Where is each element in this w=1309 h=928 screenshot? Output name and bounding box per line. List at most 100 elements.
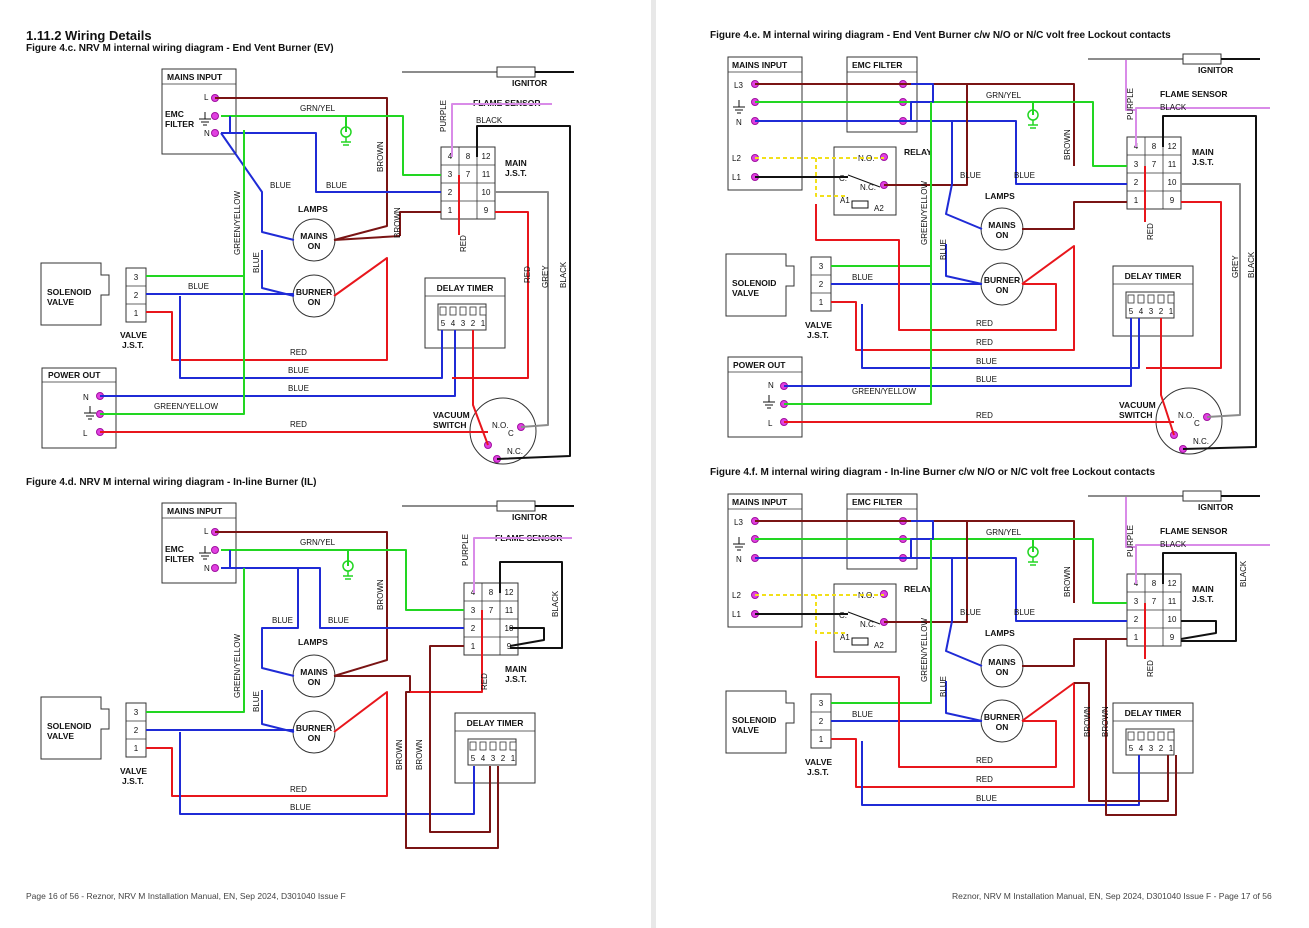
wire-label-red-e3: RED [1146,223,1155,240]
terminal-N-label-d: N [204,564,210,573]
valve-jst-label-e: J.S.T. [807,330,829,340]
burner-lamp-c-on-label: ON [308,297,321,307]
delay-timer-e-pin-slot [1147,294,1155,304]
emc-filter-label-e: EMC FILTER [852,60,902,70]
delay-timer-c-pin-slot [479,306,487,316]
delay-timer-f-pin-2: 2 [1159,744,1164,753]
figure-4c-title: Figure 4.c. NRV M internal wiring diagra… [26,43,334,54]
wire-red-right-c [452,211,529,379]
solenoid-valve-c-label2: VALVE [47,297,74,307]
valve-jst-f-pin-2: 2 [819,717,824,726]
delay-timer-e-pin-3: 3 [1149,307,1154,316]
power-out-N-c: N [83,393,89,402]
delay-timer-e-pin-slot [1167,294,1175,304]
relay-f-nc: N.C. [860,620,876,629]
power-out-L-e: L [768,419,773,428]
main-jst-f-pin-9: 9 [1170,633,1175,642]
wire-red-valve-e [831,245,1075,351]
delay-timer-e [1112,265,1194,337]
filter-label-d: FILTER [165,554,194,564]
main-jst-f-pin-10: 10 [1168,615,1177,624]
delay-timer-d-pin-1: 1 [511,754,516,763]
wire-brown-lamp-c [333,235,401,241]
wire-label-blue-e1: BLUE [960,171,981,180]
wire-greenyellow-powerout-c [100,276,245,415]
wire-brown-timer-f [1074,682,1169,802]
relay-f-c: C. [839,611,847,620]
wire-blue-lamp-c [220,132,295,241]
main-jst-d-pin-9: 9 [507,642,512,651]
wire-label-grey-c: GREY [541,265,550,288]
wire-label-red-c4: RED [523,266,532,283]
solenoid-valve-c-label: SOLENOID [47,287,91,297]
terminal-L3-f: L3 [734,518,743,527]
wire-yellow-dash-f [815,595,848,634]
main-jst-d-pin-11: 11 [505,606,514,615]
wire-blue-N-e [755,120,1127,185]
wire-label-brown-c2: BROWN [393,207,402,238]
delay-timer-d-label: DELAY TIMER [467,718,524,728]
solenoid-valve-e-label: SOLENOID [732,278,776,288]
wire-black-loop-d [509,627,545,647]
main-jst-c-pin-9: 9 [484,206,489,215]
main-jst-label-e: J.S.T. [1192,157,1214,167]
wire-label-red-e4: RED [976,411,993,420]
burner-lamp-f-on-label: ON [996,722,1009,732]
wire-black-f [1162,552,1237,642]
wire-label-greenyellow-c: GREEN/YELLOW [154,402,218,411]
main-jst-c-pin-7: 7 [466,170,471,179]
wire-red-right-e [1146,201,1222,369]
emc-label-d: EMC [165,544,184,554]
flame-sensor-label-e: FLAME SENSOR [1160,89,1228,99]
wire-red-relay-e [815,204,1057,331]
wire-label-blue-d1: BLUE [272,616,293,625]
mains-lamp-d-on-label: ON [308,677,321,687]
power-out-box-e [727,356,803,438]
vacuum-switch-e-label2: SWITCH [1119,410,1153,420]
delay-timer-f-pin-4: 4 [1139,744,1144,753]
ignitor-c-body [496,66,536,78]
delay-timer-e-pin-slot [1127,294,1135,304]
delay-timer-f-pin-slot [1167,731,1175,741]
wire-brown-L3-f [755,520,1075,603]
wire-black-e [1162,115,1257,450]
wire-label-brown-d3: BROWN [415,739,424,770]
wire-label-black-e2: BLACK [1247,251,1256,278]
burner-lamp-d-on-label: ON [308,733,321,743]
wire-blue-burner-d [261,690,295,733]
valve-jst-d-pin-2: 2 [134,726,139,735]
wire-brown-relay-e [884,84,968,186]
vacuum-switch-c-c: C [508,429,514,438]
wire-label-purple-e: PURPLE [1126,88,1135,120]
wire-label-red-c1: RED [290,348,307,357]
wire-brown-timer-d2 [405,691,499,849]
wire-brown-relay-f [884,521,968,623]
wire-label-black-f2: BLACK [1239,560,1248,587]
wire-label-brown-d2: BROWN [395,739,404,770]
main-jst-e-pin-9: 9 [1170,196,1175,205]
wire-blue-burner-c [261,250,295,297]
wire-brown-timer-f2 [1105,638,1177,816]
terminal-L-label-d: L [204,527,209,536]
left-page: 1.11.2 Wiring Details Figure 4.c. NRV M … [0,0,651,928]
wire-label-red-f1: RED [976,756,993,765]
mains-lamp-e-label: MAINS [988,220,1016,230]
valve-jst-label-c: J.S.T. [122,340,144,350]
delay-timer-c-pin-slot [459,306,467,316]
solenoid-valve-c [40,262,110,326]
relay-f [833,583,897,653]
wire-yellow-dash-e [815,158,848,197]
delay-timer-f-pin-5: 5 [1129,744,1134,753]
burner-lamp-f-label: BURNER [984,712,1020,722]
wire-green-d [221,549,464,611]
delay-timer-f-pin-3: 3 [1149,744,1154,753]
relay-f-no: N.O. [858,591,874,600]
wire-brown-lamp-d [334,675,411,692]
valve-jst-d-pin-3: 3 [134,708,139,717]
relay-e [833,146,897,216]
ignitor-f-label: IGNITOR [1198,502,1233,512]
wire-label-blue-d3: BLUE [290,803,311,812]
ignitor-f-body [1182,490,1222,502]
delay-timer-c-label: DELAY TIMER [437,283,494,293]
